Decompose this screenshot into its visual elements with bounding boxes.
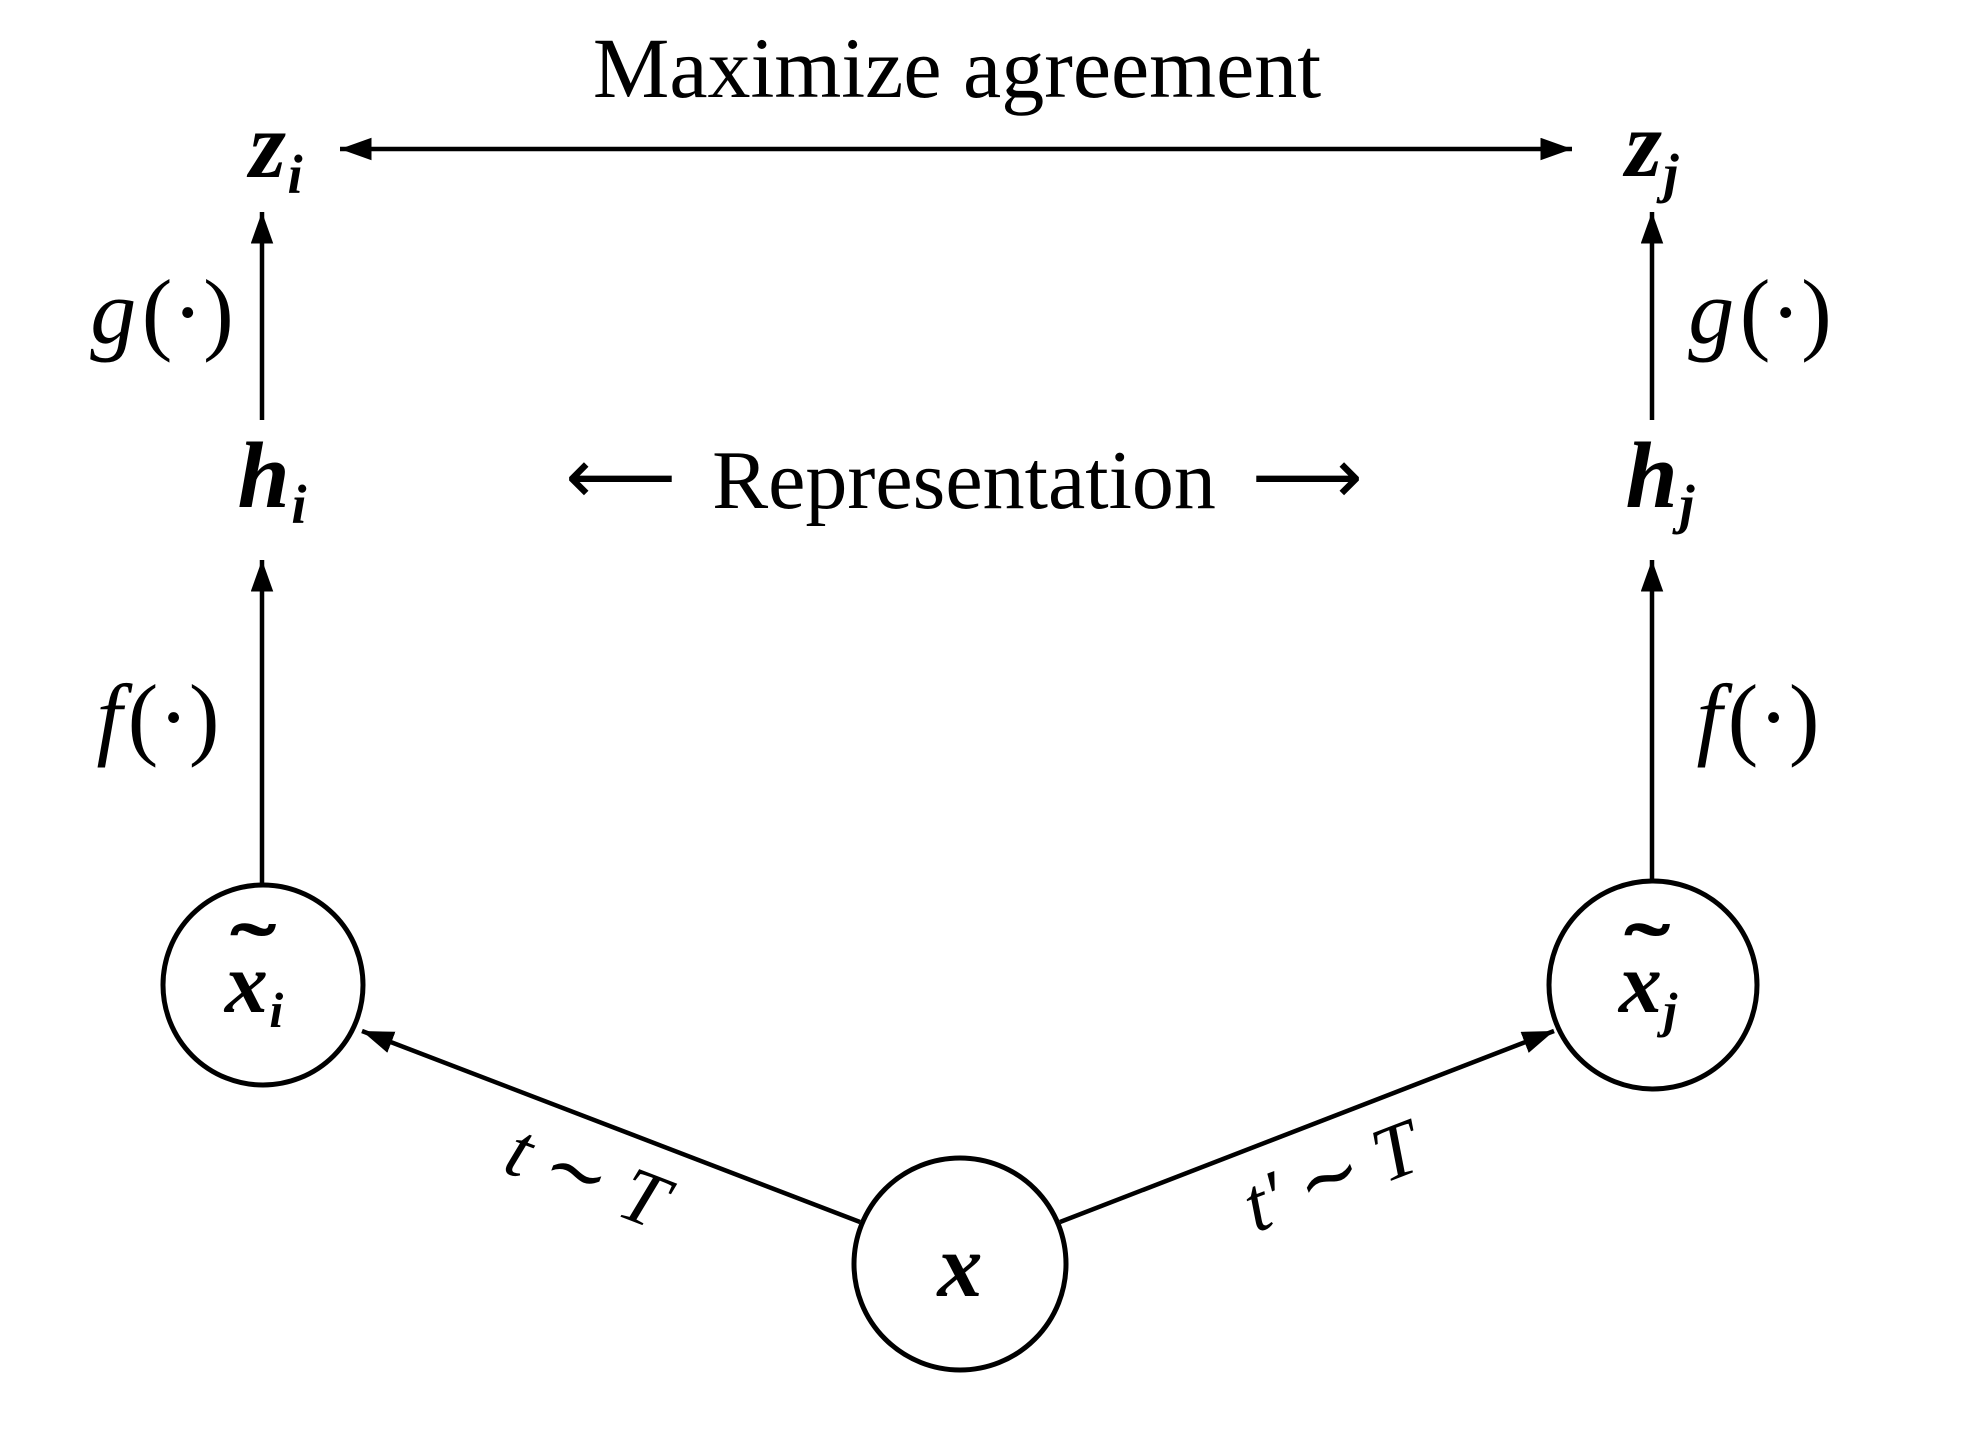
- representation-label-row: ⟵ Representation ⟶: [565, 439, 1362, 523]
- tilde-accent: ˜: [229, 905, 276, 1002]
- f-left-name: f: [96, 666, 123, 768]
- node-x-circle: [851, 1155, 1069, 1373]
- g-left-args: (·): [141, 261, 234, 363]
- g-right-label: g(·): [1688, 266, 1831, 358]
- x-tilde-i-base: x: [224, 935, 268, 1032]
- f-right-args: (·): [1727, 666, 1820, 768]
- right-long-arrow-icon: ⟶: [1251, 432, 1363, 523]
- transform-arrow-left: [361, 1028, 861, 1225]
- h-j-base: h: [1625, 424, 1678, 529]
- h-j-label: hj: [1625, 429, 1694, 533]
- node-xi-circle: [160, 882, 366, 1088]
- node-xj-circle: [1546, 878, 1760, 1092]
- x-tilde-j-label: ˜ x j: [1619, 911, 1678, 1039]
- x-node-label: x: [938, 1222, 983, 1312]
- f-right-name: f: [1696, 666, 1723, 768]
- x-tilde-j-subscript: j: [1663, 983, 1678, 1039]
- transform-arrow-right: [1059, 1028, 1555, 1225]
- z-i-subscript: i: [287, 144, 303, 206]
- z-i-base: z: [249, 94, 286, 199]
- x-tilde-i-label: ˜ x i: [225, 911, 284, 1039]
- h-i-base: h: [237, 424, 290, 529]
- tilde-accent: ˜: [1623, 905, 1670, 1002]
- z-j-label: zj: [1625, 98, 1678, 202]
- g-right-name: g: [1688, 261, 1735, 363]
- x-tilde-j-base: x: [1618, 935, 1662, 1032]
- x-tilde-i-subscript: i: [269, 983, 284, 1039]
- z-i-label: zi: [249, 99, 302, 203]
- h-i-subscript: i: [291, 474, 307, 536]
- maximize-agreement-label: Maximize agreement: [592, 20, 1322, 116]
- h-j-subscript: j: [1679, 474, 1695, 536]
- representation-label: Representation: [712, 434, 1216, 527]
- left-long-arrow-icon: ⟵: [565, 432, 677, 523]
- g-right-args: (·): [1739, 261, 1832, 363]
- h-i-label: hi: [237, 429, 306, 533]
- f-right-label: f(·): [1697, 671, 1820, 763]
- g-left-name: g: [90, 261, 137, 363]
- z-j-base: z: [1625, 93, 1662, 198]
- g-left-label: g(·): [90, 266, 233, 358]
- x-base: x: [937, 1217, 983, 1316]
- z-j-subscript: j: [1663, 143, 1679, 205]
- f-left-args: (·): [127, 666, 220, 768]
- f-left-label: f(·): [97, 671, 220, 763]
